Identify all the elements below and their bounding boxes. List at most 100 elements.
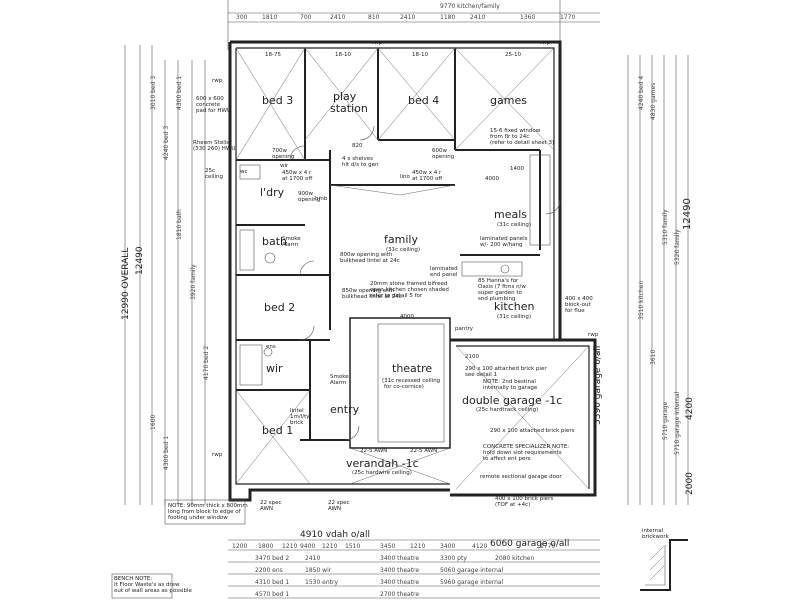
room-label-lino: lino: [400, 174, 411, 180]
right-overall-dimension: 12490: [682, 198, 693, 230]
left-dimension-value: 4300 bed 1: [163, 436, 170, 470]
internal-brickwork-detail: [640, 539, 688, 591]
left-dimension-value: 4240 bed 3: [163, 126, 170, 160]
overall-vertical-dimension: 12990 OVERALL: [121, 248, 131, 320]
room-label-family: family: [384, 233, 418, 246]
rwp-label: rwp: [540, 40, 551, 46]
top-dimension-value: 1770: [560, 14, 575, 21]
bottom-dimension-value: 9400: [300, 543, 315, 550]
room-dimension-label: 1400: [510, 166, 524, 172]
room-label-wir-top: wir: [280, 163, 289, 169]
bottom-dimension-value: 3400 theatre: [380, 555, 419, 562]
shower: [239, 344, 263, 386]
bottom-dimension-value: 5060 garage internal: [440, 567, 504, 574]
left-dimension-value: 1810 bath: [176, 209, 183, 240]
kitchen-bench: [461, 261, 523, 277]
room-dimension-label: 18-10: [335, 52, 351, 58]
garage-wall-dimension: 5390 garage o/all: [593, 346, 603, 425]
basin: [264, 252, 276, 264]
toilet: [263, 347, 273, 357]
bottom-dimension-value: 3470 bed 2: [255, 555, 289, 562]
bottom-dimension-value: 1210: [322, 543, 337, 550]
rwp-label: rwp: [212, 452, 223, 458]
garage-ceiling-note: (25c hardtrack ceiling): [476, 407, 538, 413]
right-dimension-value: 5710 garage internal: [674, 391, 681, 455]
garage-4200-dimension: 4200: [685, 397, 695, 420]
top-dimension-value: 2410: [330, 14, 345, 21]
room-label-hmb: hmb: [315, 196, 328, 202]
room-label-games: games: [490, 94, 527, 107]
wc-pan: [239, 164, 261, 180]
bottom-dimension-value: 3450: [380, 543, 395, 550]
bath-tub: [239, 229, 255, 271]
top-dimension-value: 700: [300, 14, 312, 21]
kitchen-ceiling-note: (31c ceiling): [497, 314, 531, 320]
verandah-ceiling-note: (25c hardwire ceiling): [352, 470, 412, 476]
right-dimension-value: 5710 garage: [662, 401, 669, 440]
bottom-dimension-value: 2410: [305, 555, 320, 562]
left-dimension-value: 4300 bed 1: [176, 76, 183, 110]
fixtures: [239, 154, 551, 386]
awn-label: 22-5 AWN: [410, 448, 437, 454]
bottom-dimension-value: 3400 theatre: [380, 579, 419, 586]
bottom-dimension-value: 1210: [410, 543, 425, 550]
bottom-dimension-value: 3400 theatre: [380, 567, 419, 574]
garage-2000-dimension: 2000: [685, 472, 695, 495]
room-label-laundry: l'dry: [260, 186, 285, 199]
bottom-dimension-value: 2700 theatre: [380, 591, 419, 598]
rwp-label: rwp: [372, 40, 383, 46]
room-label-bath: bath: [262, 235, 287, 248]
room-label-meals: meals: [494, 208, 527, 221]
family-ceiling-note: (31c ceiling): [386, 247, 420, 253]
awn-label: 22-5 AWN: [360, 448, 387, 454]
door-swings: [289, 125, 561, 441]
room-label-verandah: verandah -1c: [346, 457, 419, 470]
meals-ceiling-note: (31c ceiling): [497, 222, 531, 228]
top-dimension-value: 810: [368, 14, 380, 21]
right-dimension-value: 3510 kitchen: [638, 281, 645, 320]
bottom-dimension-value: 1210: [282, 543, 297, 550]
right-dimension-value: 4830 games: [650, 83, 657, 120]
top-dimension-value: 1810: [262, 14, 277, 21]
room-label-bed1: bed 1: [262, 424, 293, 437]
bottom-dimension-value: 2200 ens: [255, 567, 283, 574]
bottom-dimension-value: 4310 bed 1: [255, 579, 289, 586]
concrete-note: CONCRETE SPECIALIZER NOTE:hold down slot…: [483, 444, 569, 462]
left-dimension-value: 3920 family: [190, 264, 197, 300]
brick-pier-note: 400 x 100 brick piers(TOF at +4c): [495, 496, 553, 508]
bottom-dimension-value: 3400: [440, 543, 455, 550]
bottom-dimension-value: 1510: [345, 543, 360, 550]
left-dimension-value: 1600: [150, 415, 157, 430]
room-label-bed3: bed 3: [262, 94, 293, 107]
window-fixed: [529, 154, 551, 246]
room-label-kitchen: kitchen: [494, 300, 535, 313]
sectional-door-note: remote sectional garage door: [480, 474, 562, 480]
top-dimension-value: 2410: [400, 14, 415, 21]
room-label-bed4: bed 4: [408, 94, 439, 107]
hws-label: Rheem Stellar(330 260) HWU: [193, 140, 235, 152]
